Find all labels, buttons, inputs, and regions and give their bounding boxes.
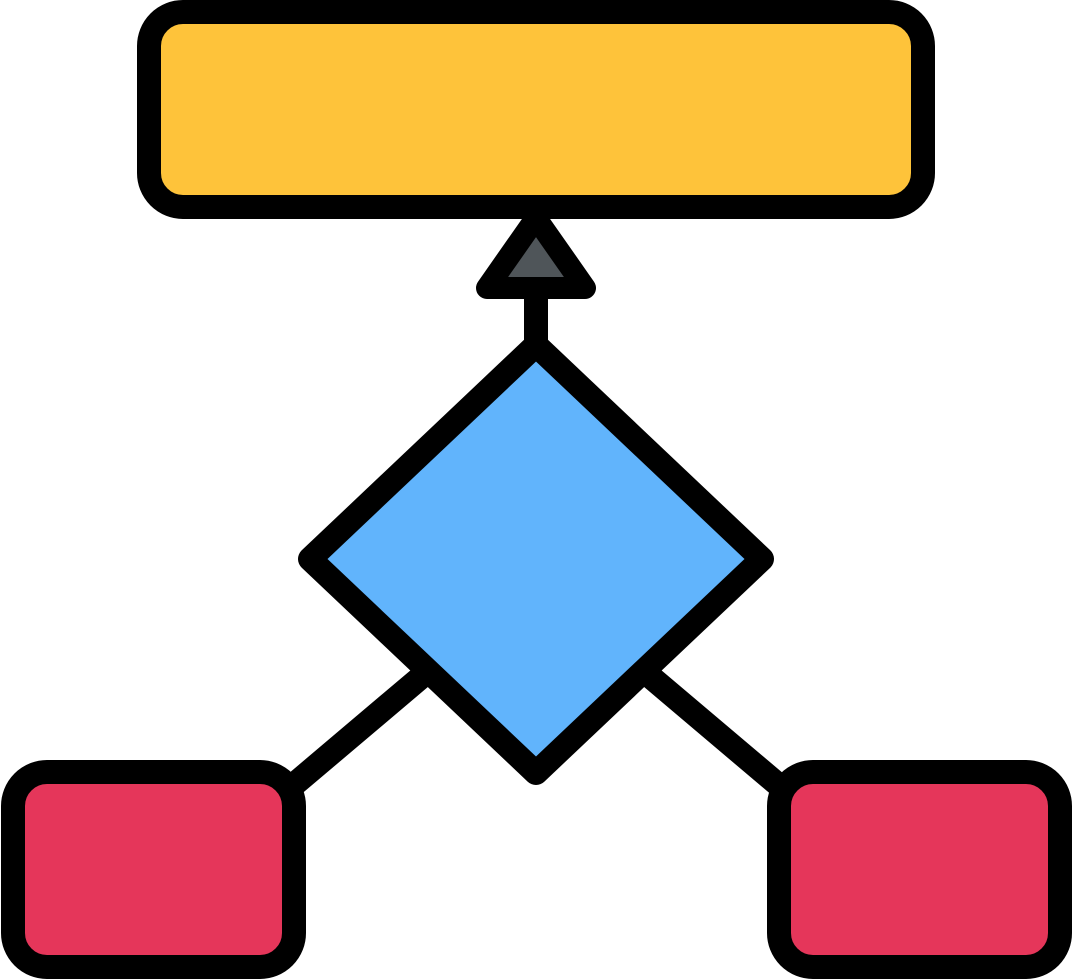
decision-diamond	[298, 333, 774, 785]
connector-line-left	[278, 666, 432, 800]
top-process-box	[137, 0, 935, 219]
connector-line-right	[640, 666, 794, 800]
arrowhead-icon	[476, 207, 596, 299]
bottom-right-box	[767, 760, 1072, 979]
bottom-left-box	[1, 760, 306, 979]
